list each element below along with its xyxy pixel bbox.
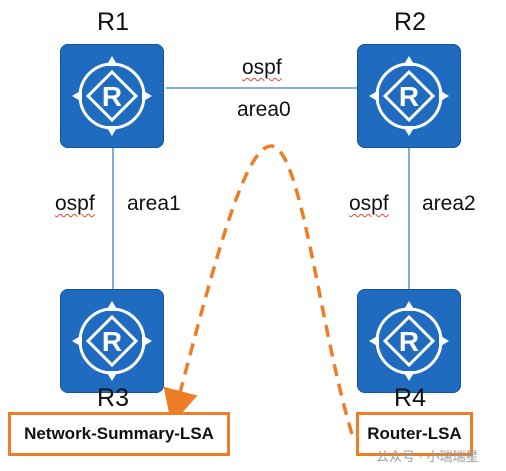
router-label-r1: R1 [97, 8, 129, 36]
router-label-r4: R4 [394, 384, 426, 412]
svg-text:R: R [102, 326, 122, 357]
svg-text:R: R [399, 81, 419, 112]
svg-text:R: R [102, 81, 122, 112]
router-r-icon: R [72, 56, 152, 136]
router-label-r2: R2 [394, 8, 426, 36]
router-r1[interactable]: R [60, 44, 164, 148]
router-r4[interactable]: R [357, 289, 461, 393]
router-r2[interactable]: R [357, 44, 461, 148]
router-lsa-box: Router-LSA [356, 412, 473, 456]
network-summary-lsa-label: Network-Summary-LSA [24, 424, 214, 443]
link-r1-r3-protocol: ospf [55, 192, 95, 215]
router-r-icon: R [369, 56, 449, 136]
router-lsa-label: Router-LSA [367, 424, 462, 443]
link-r2-r4-area: area2 [422, 192, 476, 215]
link-r1-r2-protocol: ospf [242, 56, 282, 79]
router-r-icon: R [369, 301, 449, 381]
router-r3[interactable]: R [60, 289, 164, 393]
watermark: 公众号 · 小瑞瑞星 [376, 449, 479, 464]
svg-text:R: R [399, 326, 419, 357]
router-r-icon: R [72, 301, 152, 381]
link-r2-r4-protocol: ospf [349, 192, 389, 215]
network-summary-lsa-box: Network-Summary-LSA [8, 412, 230, 456]
link-r1-r2-area: area0 [237, 98, 291, 121]
link-r1-r3-area: area1 [127, 192, 181, 215]
router-label-r3: R3 [97, 384, 129, 412]
lsa-flow-arrow [163, 144, 354, 435]
